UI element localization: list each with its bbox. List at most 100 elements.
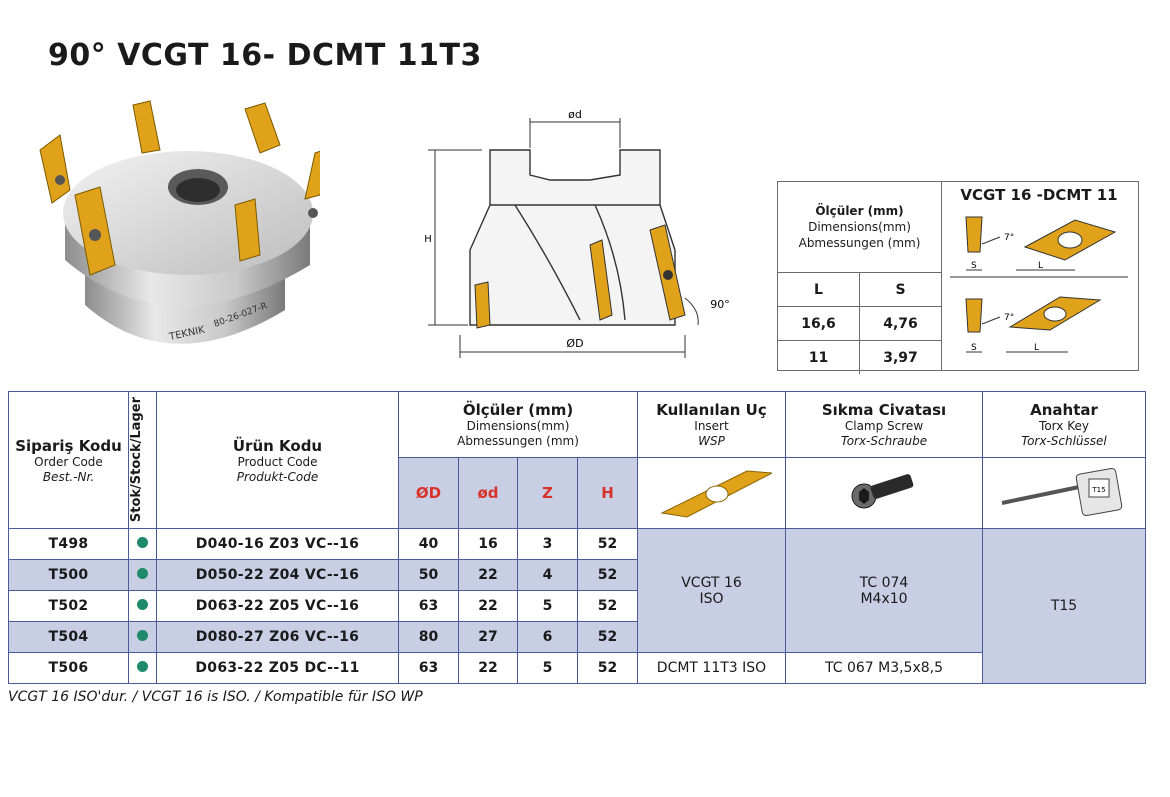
angle-label-1: 7° [1004, 233, 1014, 243]
l-label-1: L [1038, 261, 1043, 271]
col-d: ød [458, 457, 518, 529]
product-code-header: Ürün Kodu Product Code Produkt-Code [156, 391, 399, 529]
screw-dc-cell: TC 067 M3,5x8,5 [785, 652, 983, 684]
angle-label-2: 7° [1004, 313, 1014, 323]
screw-header: Sıkma Civatası Clamp Screw Torx-Schraube [785, 391, 983, 458]
dim-row1-s: 4,76 [859, 306, 941, 341]
dim-heading: Ölçüler (mm) [815, 204, 904, 218]
screw-en: Clamp Screw [844, 419, 924, 433]
stock-cell-2 [128, 559, 157, 591]
col-h: H [577, 457, 638, 529]
z-cell-4: 6 [517, 621, 578, 653]
dim-row1-l: 16,6 [778, 306, 860, 341]
h-cell-1: 52 [577, 528, 638, 560]
dimensions-header: Ölçüler (mm) Dimensions(mm) Abmessungen … [398, 391, 638, 458]
dimensions-de: Abmessungen (mm) [457, 433, 579, 448]
d-cell-2: 22 [458, 559, 518, 591]
label-angle: 90° [710, 298, 730, 311]
stock-dot-icon [137, 537, 148, 548]
product-code-de: Produkt-Code [236, 469, 319, 484]
insert-dimensions-table: L S 16,6 4,76 11 3,97 [778, 272, 941, 374]
screw-de: Torx-Schraube [840, 434, 928, 448]
stock-cell-3 [128, 590, 157, 622]
stock-dot-icon [137, 630, 148, 641]
key-de: Torx-Schlüssel [1021, 434, 1107, 448]
z-cell-5: 5 [517, 652, 578, 684]
screw-image-cell [785, 457, 983, 529]
order-cell-4: T504 [8, 621, 129, 653]
dimensions-en: Dimensions(mm) [466, 418, 570, 433]
l-label-2: L [1034, 343, 1039, 353]
insert-vc-line2: ISO [699, 590, 724, 607]
d-cell-4: 27 [458, 621, 518, 653]
insert-geometry-title: VCGT 16 -DCMT 11 [960, 186, 1118, 204]
z-cell-1: 3 [517, 528, 578, 560]
od-cell-2: 50 [398, 559, 459, 591]
od-cell-3: 63 [398, 590, 459, 622]
footnote: VCGT 16 ISO'dur. / VCGT 16 is ISO. / Kom… [8, 689, 423, 705]
z-cell-2: 4 [517, 559, 578, 591]
product-cell-3: D063-22 Z05 VC--16 [156, 590, 399, 622]
dim-row2-s: 3,97 [859, 340, 941, 374]
d-cell-3: 22 [458, 590, 518, 622]
h-cell-5: 52 [577, 652, 638, 684]
dim-heading-en: Dimensions(mm) [808, 220, 911, 234]
product-cell-4: D080-27 Z06 VC--16 [156, 621, 399, 653]
order-code-en: Order Code [34, 454, 103, 469]
s-label-1: S [971, 261, 977, 271]
stock-dot-icon [137, 568, 148, 579]
order-cell-5: T506 [8, 652, 129, 684]
od-cell-4: 80 [398, 621, 459, 653]
stock-header: Stok/Stock/Lager [128, 391, 157, 529]
product-cell-5: D063-22 Z05 DC--11 [156, 652, 399, 684]
key-en: Torx Key [1039, 419, 1089, 433]
order-code-header: Sipariş Kodu Order Code Best.-Nr. [8, 391, 129, 529]
product-code-en: Product Code [237, 454, 318, 469]
order-cell-1: T498 [8, 528, 129, 560]
screw-image [851, 474, 914, 509]
insert-image [659, 470, 774, 518]
screw-vc-cell: TC 074 M4x10 [785, 528, 983, 653]
od-cell-5: 63 [398, 652, 459, 684]
stock-cell-5 [128, 652, 157, 684]
stock-cell-1 [128, 528, 157, 560]
dim-row2-l: 11 [778, 340, 860, 374]
insert-header: Kullanılan Uç Insert WSP [637, 391, 786, 458]
torx-key-image: T15 [1001, 467, 1123, 517]
h-cell-3: 52 [577, 590, 638, 622]
col-z: Z [517, 457, 578, 529]
dim-col-s: S [859, 272, 941, 307]
face-mill-photo: TEKNIK 80-26-027-R [39, 100, 320, 344]
s-label-2: S [971, 343, 977, 353]
d-cell-5: 22 [458, 652, 518, 684]
stock-dot-icon [137, 599, 148, 610]
insert-geometry-diagram: 7° S L 7° S L [950, 216, 1128, 353]
insert-vc-line1: VCGT 16 [681, 574, 742, 591]
key-header: Anahtar Torx Key Torx-Schlüssel [982, 391, 1146, 458]
dimensions-tr: Ölçüler (mm) [462, 400, 574, 419]
key-cell: T15 [982, 528, 1146, 684]
h-cell-4: 52 [577, 621, 638, 653]
stock-label: Stok/Stock/Lager [129, 397, 144, 523]
product-cell-1: D040-16 Z03 VC--16 [156, 528, 399, 560]
dim-heading-de: Abmessungen (mm) [798, 236, 921, 250]
d-cell-1: 16 [458, 528, 518, 560]
insert-de: WSP [698, 434, 725, 448]
label-height: H [424, 234, 432, 245]
screw-vc-line1: TC 074 [859, 574, 909, 591]
technical-drawing: H ød ØD 90° [424, 110, 730, 358]
insert-tr: Kullanılan Uç [656, 401, 767, 419]
od-cell-1: 40 [398, 528, 459, 560]
insert-en: Insert [694, 419, 729, 433]
order-cell-3: T502 [8, 590, 129, 622]
key-image-cell: T15 [982, 457, 1146, 529]
key-tr: Anahtar [1030, 401, 1098, 419]
insert-geometry-box: VCGT 16 -DCMT 11 7° S L 7° S L [940, 181, 1139, 371]
insert-vc-cell: VCGT 16 ISO [637, 528, 786, 653]
label-diameter: ØD [566, 337, 583, 350]
insert-image-cell [637, 457, 786, 529]
product-cell-2: D050-22 Z04 VC--16 [156, 559, 399, 591]
page-title: 90° VCGT 16- DCMT 11T3 [48, 38, 482, 73]
z-cell-3: 5 [517, 590, 578, 622]
screw-tr: Sıkma Civatası [821, 401, 947, 419]
